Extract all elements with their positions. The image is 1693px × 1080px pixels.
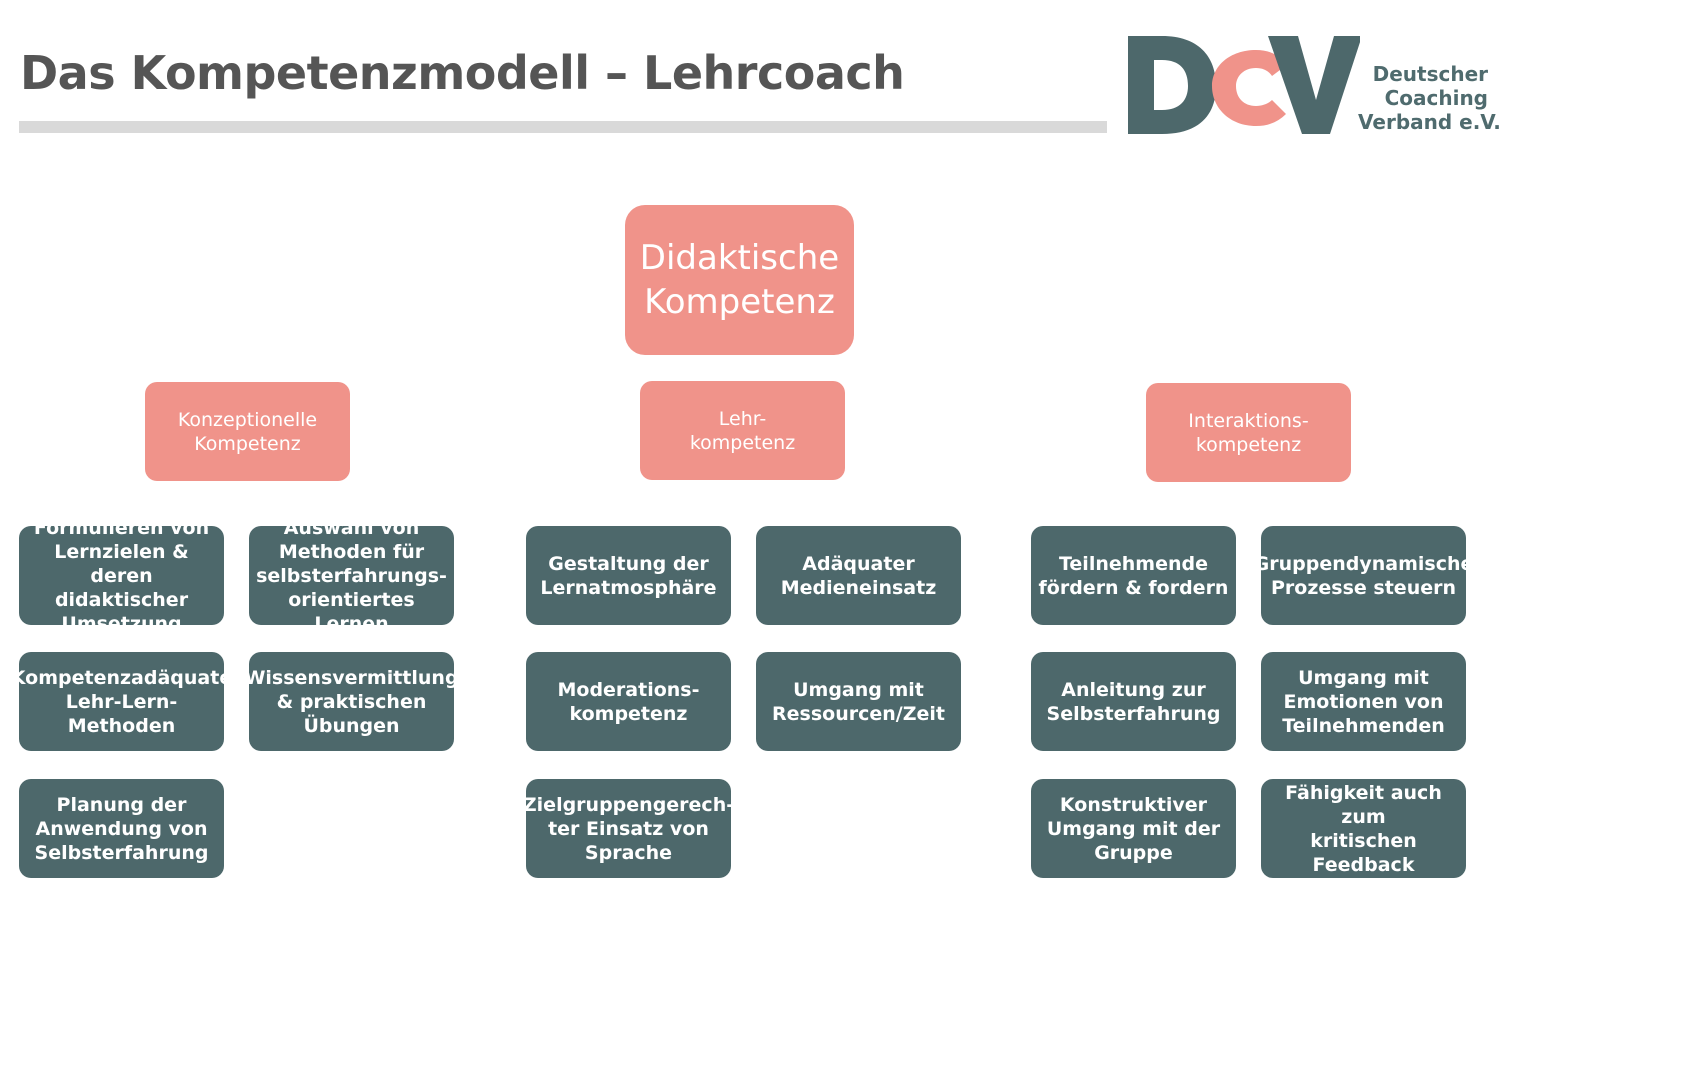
competence-item: Planung der Anwendung von Selbsterfahrun…	[19, 779, 224, 878]
competence-item-label: Planung der Anwendung von Selbsterfahrun…	[34, 793, 209, 864]
competence-item-label: Zielgruppengerech- ter Einsatz von Sprac…	[522, 793, 735, 864]
competence-item: Umgang mit Ressourcen/Zeit	[756, 652, 961, 751]
competence-item-label: Konstruktiver Umgang mit der Gruppe	[1046, 793, 1221, 864]
competence-item: Kompetenzadäquate Lehr-Lern- Methoden	[11, 652, 232, 751]
competence-item: Umgang mit Emotionen von Teilnehmenden	[1261, 652, 1466, 751]
competence-item: Zielgruppengerech- ter Einsatz von Sprac…	[522, 779, 735, 878]
category-label: Interaktions- kompetenz	[1188, 409, 1309, 456]
competence-item: Auswahl von Methoden für selbsterfahrung…	[249, 517, 454, 635]
title-underline	[19, 121, 1107, 133]
competence-item: Adäquater Medieneinsatz	[756, 526, 961, 625]
competence-item: Moderations- kompetenz	[526, 652, 731, 751]
category-label: Konzeptionelle Kompetenz	[177, 408, 318, 455]
competence-item: Konstruktiver Umgang mit der Gruppe	[1031, 779, 1236, 878]
competence-item: Teilnehmende fördern & fordern	[1031, 526, 1236, 625]
root-node: Didaktische Kompetenz	[625, 205, 854, 355]
logo-line-1: Deutscher	[1372, 62, 1488, 86]
competence-item: Wissensvermittlung & praktischen Übungen	[244, 652, 459, 751]
competence-item-label: Anleitung zur Selbsterfahrung	[1046, 678, 1221, 725]
competence-item-label: Umgang mit Emotionen von Teilnehmenden	[1282, 666, 1445, 737]
competence-item-label: Wissensvermittlung & praktischen Übungen	[244, 666, 459, 737]
competence-item: Formulieren von Lernzielen & deren didak…	[19, 517, 224, 635]
competence-item-label: Gruppendynamische Prozesse steuern	[1253, 552, 1474, 599]
logo-line-3: Verband e.V.	[1358, 110, 1501, 134]
root-node-label: Didaktische Kompetenz	[639, 238, 840, 322]
competence-item: Fähigkeit auch zum kritischen Feedback	[1261, 779, 1466, 878]
page-title: Das Kompetenzmodell – Lehrcoach	[20, 46, 905, 100]
logo-line-2: Coaching	[1384, 86, 1488, 110]
category-interaktion: Interaktions- kompetenz	[1146, 383, 1351, 482]
competence-item-label: Moderations- kompetenz	[557, 678, 700, 725]
logo-wordmark: Deutscher Coaching Verband e.V.	[1358, 62, 1501, 134]
competence-item-label: Fähigkeit auch zum kritischen Feedback	[1285, 781, 1442, 876]
competence-item: Gestaltung der Lernatmosphäre	[526, 526, 731, 625]
category-konzeptionelle: Konzeptionelle Kompetenz	[145, 382, 350, 481]
competence-item-label: Adäquater Medieneinsatz	[780, 552, 937, 599]
competence-item-label: Umgang mit Ressourcen/Zeit	[772, 678, 945, 725]
competence-item-label: Teilnehmende fördern & fordern	[1038, 552, 1229, 599]
dcv-logo-mark	[1128, 36, 1360, 134]
category-label: Lehr- kompetenz	[689, 407, 796, 454]
dcv-logo: Deutscher Coaching Verband e.V.	[1120, 30, 1501, 140]
category-lehr: Lehr- kompetenz	[640, 381, 845, 480]
competence-item-label: Gestaltung der Lernatmosphäre	[540, 552, 717, 599]
competence-item-label: Kompetenzadäquate Lehr-Lern- Methoden	[10, 666, 233, 737]
competence-item-label: Auswahl von Methoden für selbsterfahrung…	[256, 516, 447, 635]
competence-item-label: Formulieren von Lernzielen & deren didak…	[33, 516, 210, 635]
competence-item: Anleitung zur Selbsterfahrung	[1031, 652, 1236, 751]
competence-item: Gruppendynamische Prozesse steuern	[1254, 526, 1473, 625]
